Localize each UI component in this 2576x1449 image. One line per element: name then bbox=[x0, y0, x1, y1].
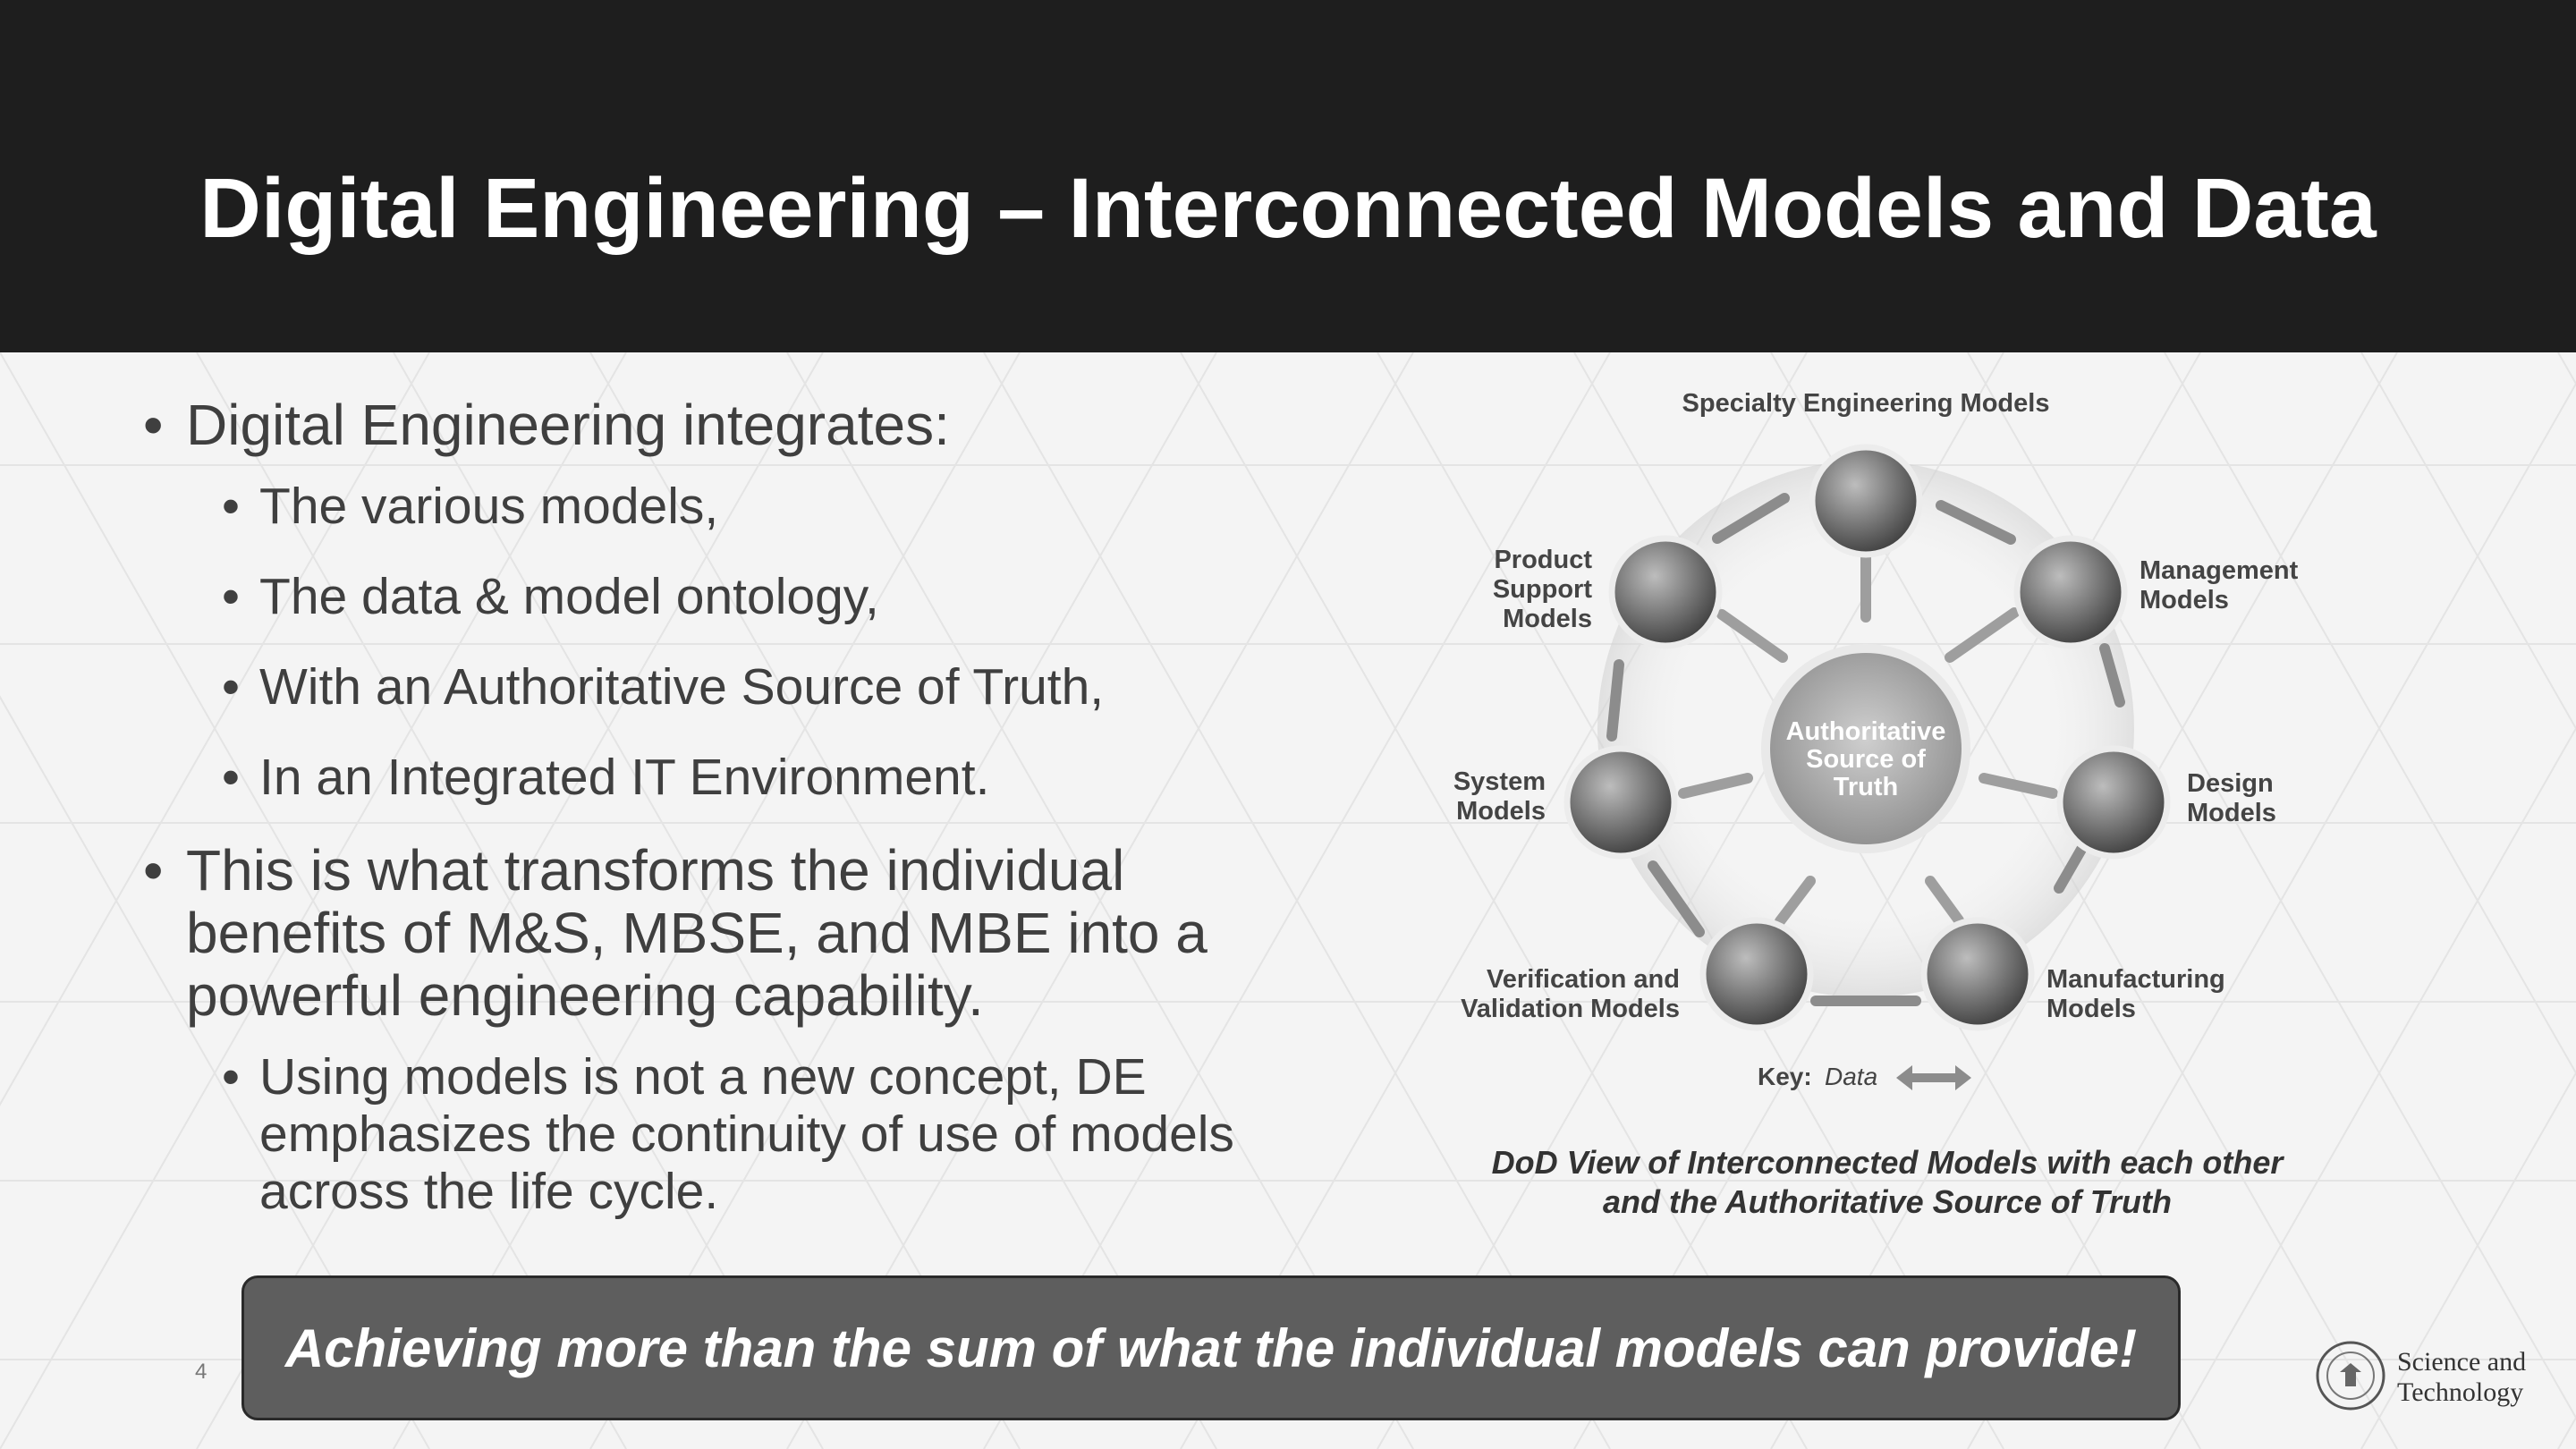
logo-line-2: Technology bbox=[2397, 1377, 2524, 1407]
banner-text: Achieving more than the sum of what the … bbox=[284, 1318, 2138, 1378]
arrow-specialty-management bbox=[1936, 500, 2016, 545]
arrow-center-verification bbox=[1775, 876, 1816, 927]
figure-caption: DoD View of Interconnected Models with e… bbox=[1491, 1144, 2284, 1220]
sub-bullet-continuity: Using models is not a new concept, DE em… bbox=[143, 1048, 1234, 1220]
arrow-center-manufacturing bbox=[1925, 876, 1964, 926]
specialty-label: Specialty Engineering Models bbox=[1682, 389, 2050, 418]
verification-label-line-1: Verification and bbox=[1487, 965, 1680, 994]
logo-text: Science and Technology bbox=[2397, 1347, 2526, 1408]
key-label: Key: bbox=[1758, 1063, 1812, 1090]
sub-bullet-it-environment: In an Integrated IT Environment. bbox=[143, 749, 1234, 806]
product-support-label-line-3: Models bbox=[1503, 605, 1592, 633]
bullet-integrates: Digital Engineering integrates: bbox=[143, 394, 1234, 456]
logo-line-1: Science and bbox=[2397, 1347, 2527, 1377]
arrow-center-management bbox=[1945, 607, 2020, 663]
arrow-center-product bbox=[1716, 609, 1788, 663]
hub-label-line-3: Truth bbox=[1834, 773, 1899, 801]
verification-label-line-2: Validation Models bbox=[1461, 995, 1680, 1023]
interconnected-models-diagram: Authoritative Source of Truth Specialty … bbox=[1453, 389, 2299, 1090]
sub-bullet-authoritative: With an Authoritative Source of Truth, bbox=[143, 658, 1234, 716]
arrow-center-design bbox=[1979, 773, 2058, 799]
product-support-node bbox=[1608, 535, 1723, 649]
sub-bullet-ontology: The data & model ontology, bbox=[143, 568, 1234, 625]
manufacturing-label-line-1: Manufacturing bbox=[2046, 965, 2225, 994]
arrow-system-product bbox=[1606, 659, 1624, 741]
design-label-line-2: Models bbox=[2187, 799, 2276, 827]
page-number: 4 bbox=[195, 1360, 208, 1384]
bullet-transforms: This is what transforms the individual b… bbox=[143, 839, 1234, 1027]
system-label-line-2: Models bbox=[1456, 797, 1546, 826]
arrow-verification-system bbox=[1648, 860, 1705, 937]
hub-label-line-2: Source of bbox=[1806, 745, 1926, 774]
model-nodes bbox=[1563, 444, 2171, 1031]
manufacturing-label-line-2: Models bbox=[2046, 995, 2136, 1023]
key-arrow-icon bbox=[1896, 1065, 1971, 1090]
dhs-st-logo: Science and Technology bbox=[2315, 1338, 2547, 1417]
manufacturing-node bbox=[1920, 917, 2035, 1031]
data-arrows bbox=[1606, 493, 2125, 1006]
center-arrows bbox=[1678, 549, 2058, 927]
title-bar: Digital Engineering – Interconnected Mod… bbox=[0, 0, 2576, 352]
product-support-label-line-2: Support bbox=[1493, 575, 1592, 604]
arrow-center-system bbox=[1678, 773, 1753, 799]
specialty-engineering-node bbox=[1809, 444, 1923, 558]
verification-validation-node bbox=[1699, 917, 1814, 1031]
design-label-line-1: Design bbox=[2187, 769, 2274, 798]
system-node bbox=[1563, 745, 1678, 860]
bullet-list: Digital Engineering integrates: The vari… bbox=[143, 394, 1234, 1220]
management-node bbox=[2013, 535, 2128, 649]
arrow-product-specialty bbox=[1712, 493, 1790, 544]
dhs-seal-icon bbox=[2316, 1341, 2385, 1411]
system-label-line-1: System bbox=[1453, 767, 1546, 796]
management-label-line-1: Management bbox=[2140, 556, 2299, 585]
slide-title: Digital Engineering – Interconnected Mod… bbox=[199, 161, 2377, 256]
summary-banner: Achieving more than the sum of what the … bbox=[242, 1275, 2181, 1420]
hub-label-line-1: Authoritative bbox=[1786, 717, 1946, 746]
authoritative-source-hub bbox=[1761, 644, 1970, 853]
product-support-label-line-1: Product bbox=[1494, 546, 1592, 574]
key-data-label: Data bbox=[1825, 1063, 1877, 1090]
sub-bullet-models: The various models, bbox=[143, 478, 1234, 535]
design-node bbox=[2056, 745, 2171, 860]
management-label-line-2: Models bbox=[2140, 586, 2229, 614]
arrow-management-design bbox=[2099, 643, 2125, 708]
